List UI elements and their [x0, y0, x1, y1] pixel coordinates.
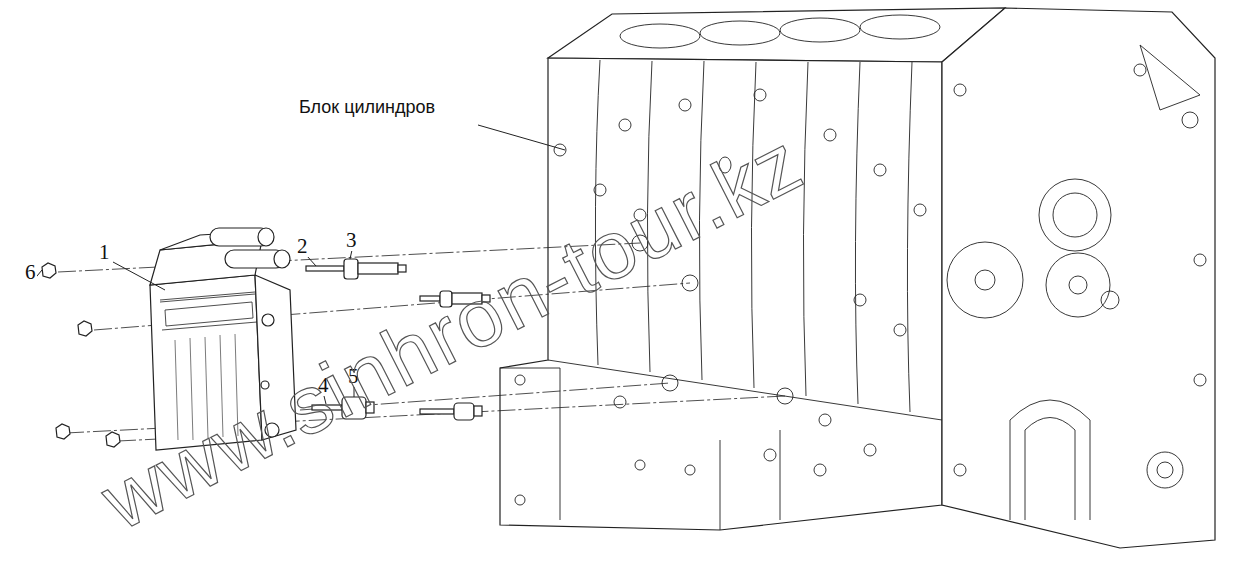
- cylinder-bores: [620, 15, 940, 48]
- callout-number: 3: [345, 230, 358, 251]
- callout-number: 1: [98, 242, 111, 263]
- front-details: [947, 45, 1206, 520]
- callout-number: 2: [296, 236, 309, 257]
- nuts: [42, 263, 120, 447]
- block-front: [942, 8, 1215, 548]
- callout-number: 6: [24, 262, 37, 283]
- block-top: [548, 8, 1005, 62]
- part-name: Блок цилиндров: [297, 97, 437, 117]
- leader-line: [478, 125, 565, 150]
